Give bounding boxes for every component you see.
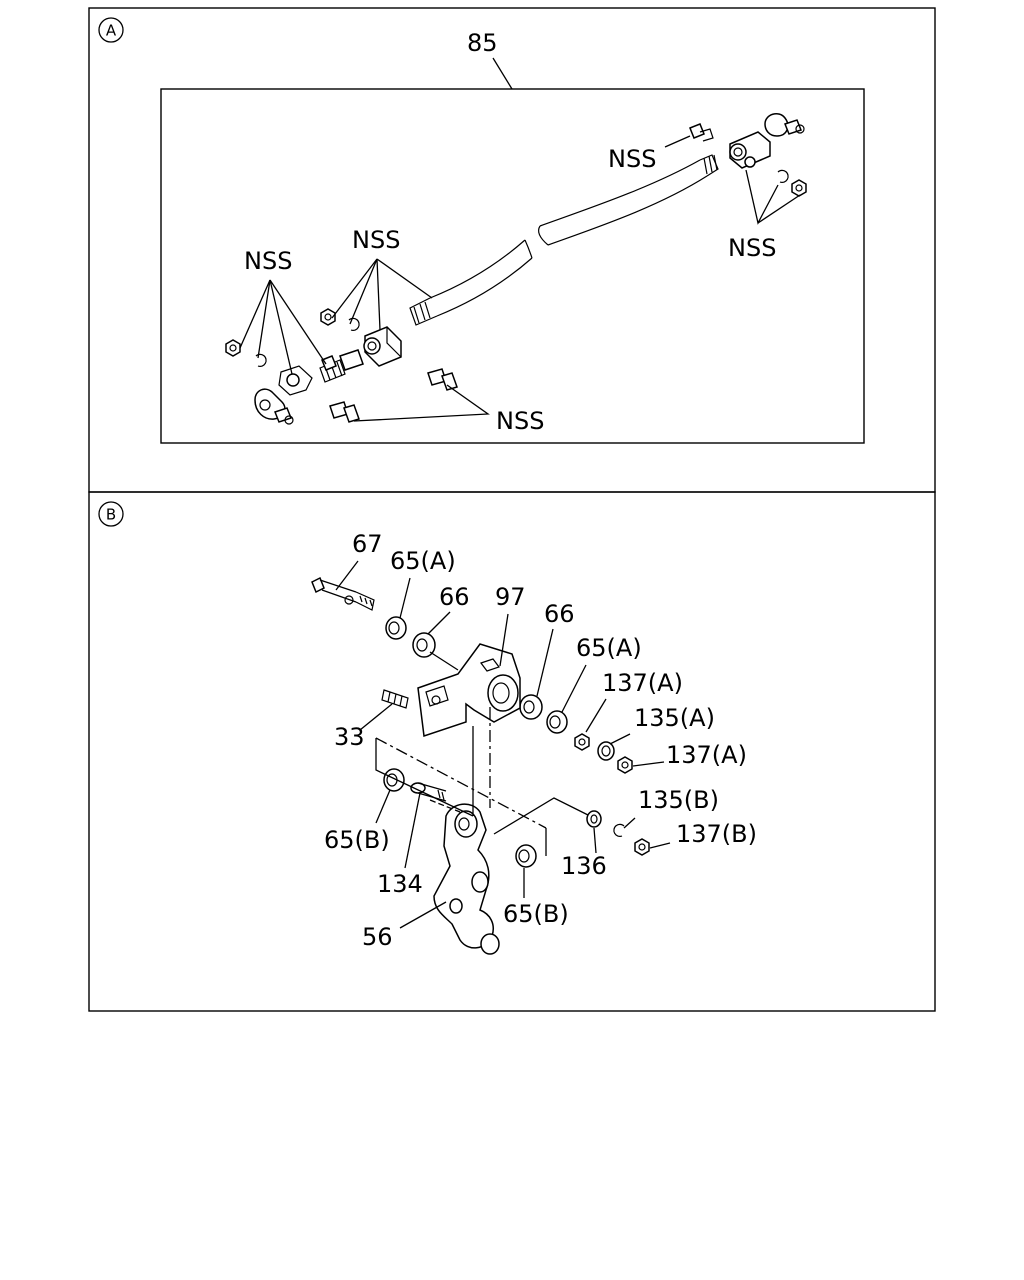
section-b-marker: B — [98, 501, 124, 527]
label-67: 67 — [352, 530, 383, 558]
right-joint — [729, 113, 805, 169]
label-65b-2: 65(B) — [503, 900, 569, 928]
label-136: 136 — [561, 852, 607, 880]
label-65b-1: 65(B) — [324, 826, 390, 854]
label-66-2: 66 — [544, 600, 575, 628]
bracket-97 — [417, 643, 521, 738]
svg-text:B: B — [106, 506, 116, 524]
label-56: 56 — [362, 923, 393, 951]
label-33: 33 — [334, 723, 365, 751]
label-nss-right: NSS — [728, 234, 776, 262]
label-137b: 137(B) — [676, 820, 757, 848]
bushings-b — [383, 616, 650, 868]
leaders-a — [239, 135, 801, 422]
label-135b: 135(B) — [638, 786, 719, 814]
label-nss-left: NSS — [244, 247, 292, 275]
stud-33 — [381, 689, 409, 709]
label-134: 134 — [377, 870, 423, 898]
pin-67 — [311, 576, 375, 611]
left-joint — [254, 326, 402, 425]
label-66-1: 66 — [439, 583, 470, 611]
guides-b — [375, 707, 589, 856]
oil-hose — [409, 154, 719, 326]
label-nss-center: NSS — [352, 226, 400, 254]
label-nss-bottom: NSS — [496, 407, 544, 435]
section-b: B — [88, 491, 936, 1012]
pin-134 — [410, 782, 447, 802]
label-137a-2: 137(A) — [666, 741, 747, 769]
label-65a-1: 65(A) — [390, 547, 456, 575]
section-a: A 85 — [88, 7, 936, 493]
label-65a-2: 65(A) — [576, 634, 642, 662]
label-nss-top-right: NSS — [608, 145, 656, 173]
section-a-marker: A — [98, 17, 124, 43]
label-85: 85 — [467, 29, 498, 57]
hose-assembly-frame — [160, 88, 865, 444]
svg-text:A: A — [106, 22, 117, 40]
hardware-a — [225, 123, 807, 423]
label-135a: 135(A) — [634, 704, 715, 732]
label-137a-1: 137(A) — [602, 669, 683, 697]
section-b-frame — [88, 491, 936, 1012]
idler-arm-56 — [433, 803, 500, 955]
leaders-b — [335, 560, 671, 929]
label-97: 97 — [495, 583, 526, 611]
